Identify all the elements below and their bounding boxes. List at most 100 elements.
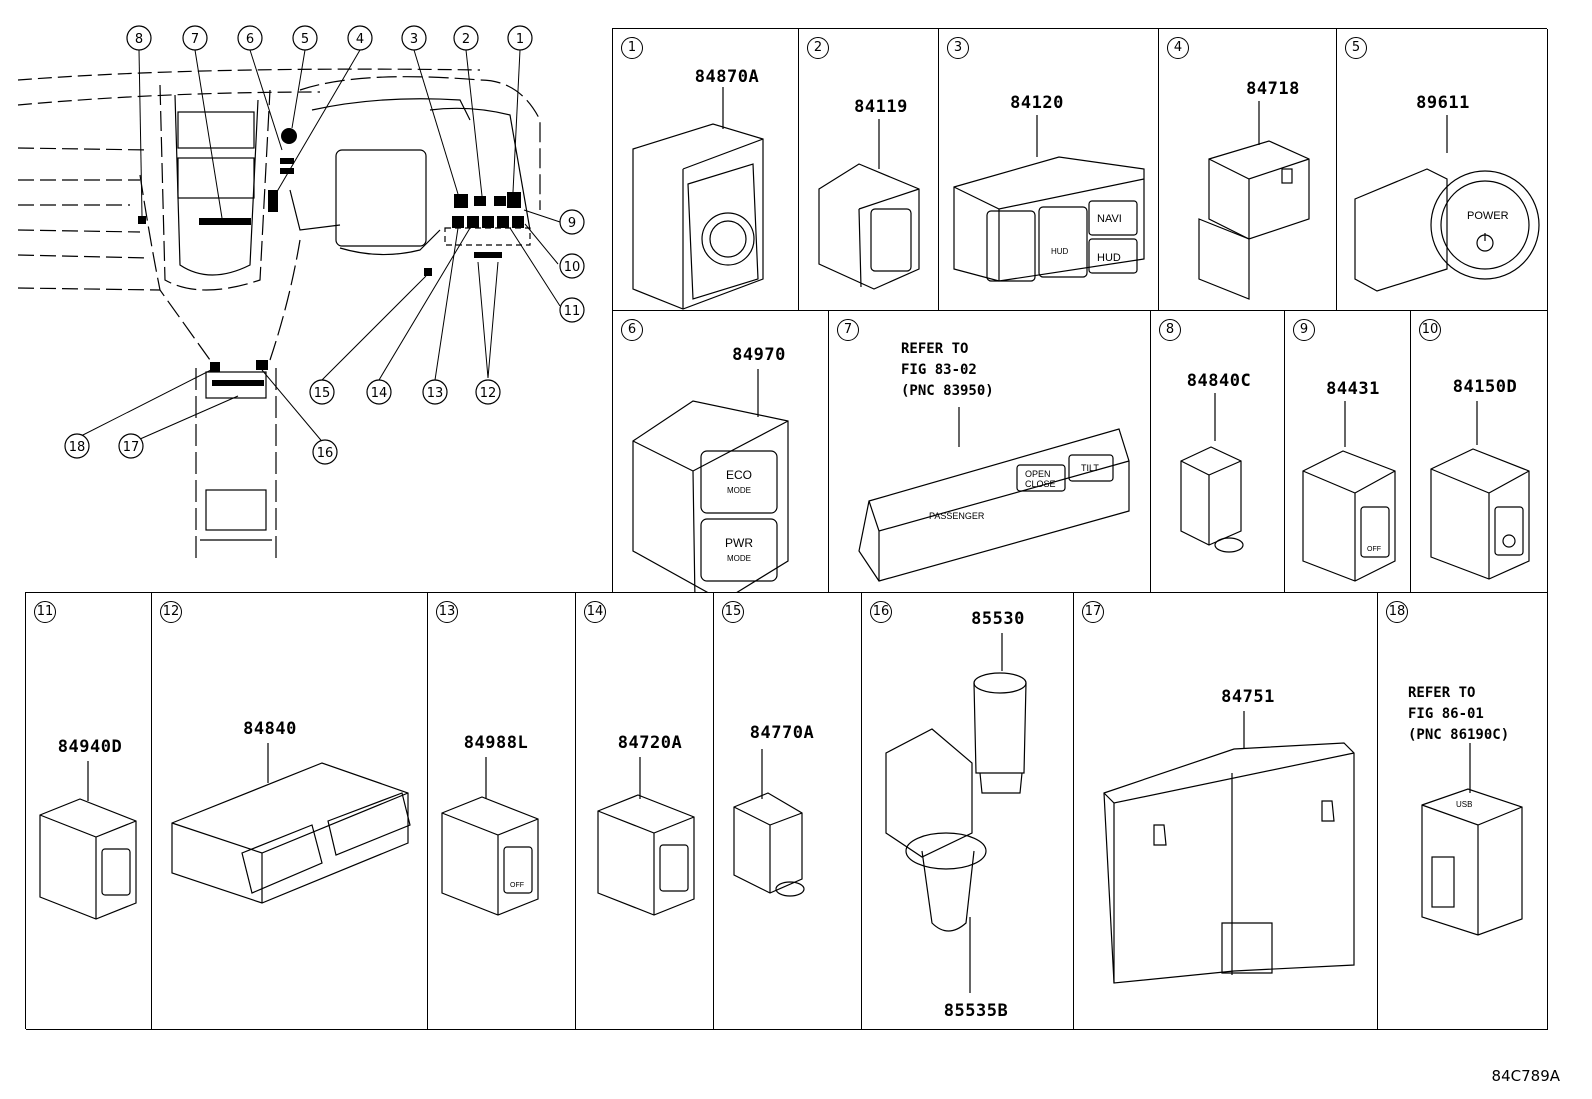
hud-navi-switch-drawing: NAVI HUD HUD <box>953 115 1145 282</box>
switch-drawing: OFF <box>1302 401 1396 582</box>
switch-label: USB <box>1456 800 1472 809</box>
switch-drawing <box>1180 393 1244 553</box>
overview-callout: 7 <box>191 32 199 47</box>
parts-grid-upper: 1 84870A 2 84119 3 84120 <box>612 28 1548 593</box>
part-number: 84770A <box>749 723 815 743</box>
part-cell-8: 8 84840C <box>1151 311 1285 593</box>
part-number: 84120 <box>1010 93 1064 113</box>
part-number: 84119 <box>854 97 908 117</box>
module-drawing <box>1103 711 1355 984</box>
part-number: 84718 <box>1246 79 1300 99</box>
figure-code: 84C789A <box>1491 1067 1560 1085</box>
switch-label: OFF <box>510 882 524 889</box>
part-cell-5: 5 89611 POWER <box>1337 29 1548 311</box>
part-cell-14: 14 84720A <box>576 593 714 1030</box>
overview-callout: 1 <box>516 32 524 47</box>
part-number: 84840C <box>1186 371 1252 391</box>
callout-number: 6 <box>621 319 643 341</box>
switch-label: HUD <box>1097 252 1121 264</box>
part-number: 84970 <box>732 345 786 365</box>
overview-callout: 18 <box>69 440 86 455</box>
callout-number: 13 <box>436 601 458 623</box>
part-number: 84751 <box>1221 687 1275 707</box>
switch-drawing <box>597 757 695 916</box>
callout-number: 11 <box>34 601 56 623</box>
overview-callout: 6 <box>246 32 254 47</box>
part-number: 89611 <box>1416 93 1470 113</box>
part-number: 84988L <box>463 733 529 753</box>
overview-callout: 5 <box>301 32 309 47</box>
refer-note: REFER TO FIG 83-02 (PNC 83950) <box>901 341 994 399</box>
switch-label: NAVI <box>1097 213 1122 225</box>
switch-label: MODE <box>727 554 751 563</box>
part-number: 84720A <box>617 733 683 753</box>
part-cell-16: 16 85530 85535B <box>862 593 1074 1030</box>
part-cell-11: 11 84940D <box>26 593 152 1030</box>
overview-callout: 17 <box>123 440 140 455</box>
refer-note: REFER TO FIG 86-01 (PNC 86190C) <box>1408 685 1510 743</box>
overview-callout: 3 <box>410 32 418 47</box>
callout-number: 5 <box>1345 37 1367 59</box>
dashboard-overview-drawing: 8 7 6 5 4 3 2 1 9 10 11 12 13 14 15 16 1… <box>17 25 585 560</box>
power-switch-drawing: POWER <box>1354 115 1540 292</box>
overview-callout: 13 <box>427 386 444 401</box>
switch-drawing <box>733 749 805 897</box>
switch-label: CLOSE <box>1025 479 1056 489</box>
switch-label: OFF <box>1367 546 1381 553</box>
callout-number: 15 <box>722 601 744 623</box>
overview-callout: 12 <box>480 386 497 401</box>
switch-label: OPEN <box>1025 469 1051 479</box>
part-cell-13: 13 84988L OFF <box>428 593 576 1030</box>
part-number: 84431 <box>1326 379 1380 399</box>
switch-label: POWER <box>1467 210 1509 222</box>
part-cell-7: 7 REFER TO FIG 83-02 (PNC 83950) PASSENG… <box>829 311 1151 593</box>
power-outlet-drawing <box>885 633 1027 993</box>
callout-number: 4 <box>1167 37 1189 59</box>
overview-callout: 10 <box>564 260 581 275</box>
part-number: 84150D <box>1452 377 1518 397</box>
overview-callout: 16 <box>317 446 334 461</box>
overview-callout: 15 <box>314 386 331 401</box>
parts-grid-lower: 11 84940D 12 84840 13 84988L <box>25 592 1548 1030</box>
overview-callout: 11 <box>564 304 581 319</box>
callout-number: 3 <box>947 37 969 59</box>
part-cell-17: 17 84751 <box>1074 593 1378 1030</box>
part-number: 84840 <box>243 719 297 739</box>
parking-brake-switch-drawing <box>1198 101 1310 300</box>
callout-number: 12 <box>160 601 182 623</box>
part-number: 84870A <box>694 67 760 87</box>
overview-callout: 4 <box>356 32 364 47</box>
callout-number: 14 <box>584 601 606 623</box>
overview-callout: 14 <box>371 386 388 401</box>
switch-label: HUD <box>1051 247 1069 256</box>
part-cell-2: 2 84119 <box>799 29 939 311</box>
part-cell-15: 15 84770A <box>714 593 862 1030</box>
switch-label: PWR <box>725 536 753 550</box>
overview-callout: 2 <box>462 32 470 47</box>
overview-callout: 8 <box>135 32 143 47</box>
callout-number: 7 <box>837 319 859 341</box>
callout-number: 18 <box>1386 601 1408 623</box>
switch-drawing: OFF <box>441 757 539 916</box>
callout-number: 9 <box>1293 319 1315 341</box>
callout-number: 16 <box>870 601 892 623</box>
part-number-2: 85535B <box>943 1001 1009 1021</box>
switch-drawing <box>818 119 920 290</box>
switch-label: ECO <box>726 468 752 482</box>
overview-callout: 9 <box>568 216 576 231</box>
fuel-trunk-opener-switch-drawing <box>171 743 411 904</box>
part-cell-12: 12 84840 <box>152 593 428 1030</box>
switch-label: PASSENGER <box>929 511 985 521</box>
switch-label: TILT <box>1081 463 1099 473</box>
part-number: 85530 <box>971 609 1025 629</box>
part-cell-1: 1 84870A <box>613 29 799 311</box>
part-cell-3: 3 84120 NAVI HUD HUD <box>939 29 1159 311</box>
switch-label: MODE <box>727 486 751 495</box>
usb-port-drawing: USB <box>1421 743 1523 936</box>
passenger-seat-switch-drawing: PASSENGER OPEN CLOSE TILT <box>858 407 1130 582</box>
mirror-switch-drawing <box>632 87 764 310</box>
part-number: 84940D <box>57 737 123 757</box>
callout-number: 10 <box>1419 319 1441 341</box>
callout-number: 2 <box>807 37 829 59</box>
part-cell-10: 10 84150D <box>1411 311 1548 593</box>
